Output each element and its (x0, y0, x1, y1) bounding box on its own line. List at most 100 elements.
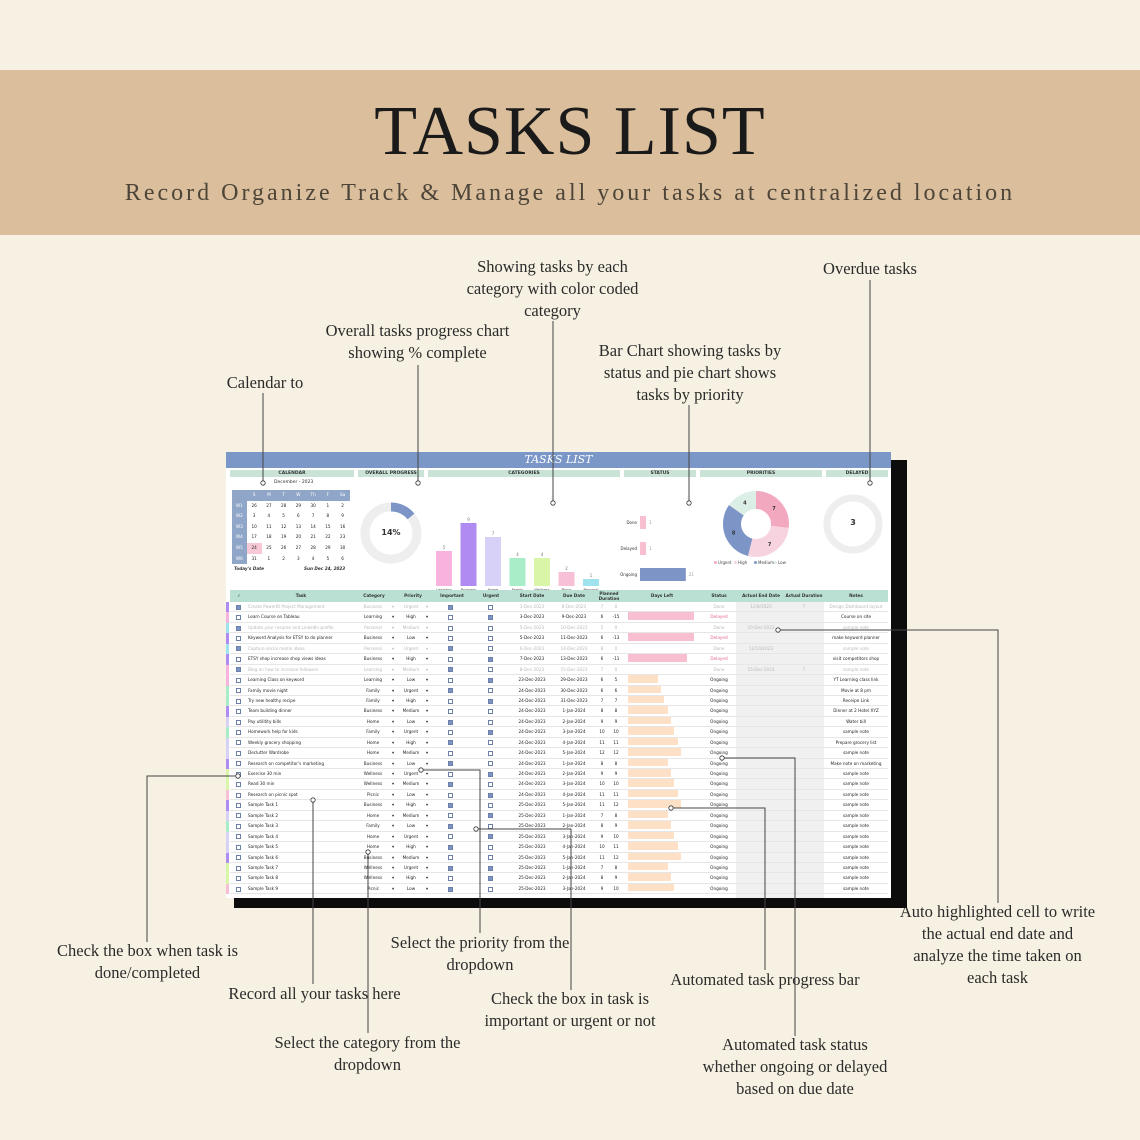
urgent-checkbox[interactable] (488, 636, 493, 641)
task-name[interactable]: Family movie night (248, 687, 288, 693)
priority-dropdown-icon[interactable]: ▾ (426, 614, 429, 620)
task-priority[interactable]: Urgent (403, 771, 419, 776)
important-checkbox[interactable] (448, 771, 453, 777)
task-name[interactable]: Weekly grocery shopping (248, 739, 301, 745)
task-notes[interactable]: sample note (843, 750, 869, 756)
urgent-checkbox[interactable] (488, 667, 493, 673)
urgent-checkbox[interactable] (488, 709, 493, 715)
important-checkbox[interactable] (448, 625, 453, 631)
important-checkbox[interactable] (448, 698, 453, 704)
done-checkbox[interactable] (236, 771, 241, 777)
done-checkbox[interactable] (236, 834, 241, 840)
urgent-checkbox[interactable] (488, 604, 493, 610)
task-name[interactable]: Read 30 min (248, 781, 275, 787)
priority-dropdown-icon[interactable]: ▾ (426, 666, 429, 672)
task-category[interactable]: Home (366, 844, 380, 850)
important-checkbox[interactable] (448, 656, 453, 662)
actual-end-date[interactable]: 12/14/2023 (748, 645, 774, 651)
category-dropdown-icon[interactable]: ▾ (392, 823, 395, 829)
task-notes[interactable]: Movie at 8 pm (841, 687, 871, 693)
task-name[interactable]: Sample Task 9 (248, 885, 279, 891)
task-name[interactable]: Update your resume and LinkedIn profile (248, 624, 334, 630)
urgent-checkbox[interactable] (488, 729, 493, 735)
calendar-day[interactable]: 27 (266, 502, 272, 508)
important-checkbox[interactable] (448, 729, 453, 735)
calendar-day[interactable]: 30 (310, 502, 316, 508)
urgent-checkbox[interactable] (488, 792, 493, 798)
task-notes[interactable]: sample note (843, 864, 869, 870)
task-notes[interactable]: Make note on marketing (830, 760, 882, 766)
task-category[interactable]: Wellness (363, 875, 383, 881)
important-checkbox[interactable] (448, 865, 453, 871)
task-name[interactable]: Exercise 30 min (248, 771, 282, 776)
priority-dropdown-icon[interactable]: ▾ (426, 718, 429, 724)
done-checkbox[interactable] (236, 844, 241, 850)
done-checkbox[interactable] (236, 855, 241, 861)
important-checkbox[interactable] (448, 823, 453, 829)
task-notes[interactable]: Dinner at 2 Hotel XYZ (833, 708, 879, 714)
important-checkbox[interactable] (448, 646, 453, 652)
task-priority[interactable]: High (406, 697, 416, 703)
calendar-day[interactable]: 31 (251, 555, 257, 561)
done-checkbox[interactable] (236, 656, 241, 662)
task-name[interactable]: Homework help for kids (248, 729, 298, 735)
task-notes[interactable]: sample note (843, 833, 869, 839)
task-notes[interactable]: sample note (843, 771, 869, 776)
task-notes[interactable]: sample note (843, 781, 869, 787)
task-priority[interactable]: Low (406, 791, 416, 797)
done-checkbox[interactable] (236, 750, 241, 756)
task-name[interactable]: ETSY shop increase shop views ideas (248, 656, 326, 662)
task-name[interactable]: Sample Task 5 (248, 844, 279, 850)
important-checkbox[interactable] (448, 813, 453, 819)
category-dropdown-icon[interactable]: ▾ (392, 718, 395, 724)
task-name[interactable]: Blog on how to increase followers (248, 666, 319, 672)
task-category[interactable]: Picnic (366, 791, 380, 797)
task-notes[interactable]: sample note (843, 802, 869, 808)
calendar-day[interactable]: 19 (280, 534, 287, 540)
priority-dropdown-icon[interactable]: ▾ (426, 885, 429, 891)
urgent-checkbox[interactable] (488, 677, 493, 683)
task-notes[interactable]: sample note (843, 854, 869, 860)
done-checkbox[interactable] (236, 813, 241, 819)
done-checkbox[interactable] (236, 719, 241, 725)
done-checkbox[interactable] (236, 886, 241, 892)
task-priority[interactable]: Urgent (403, 645, 419, 651)
task-name[interactable]: Team building dinner (248, 708, 292, 714)
task-notes[interactable]: Receipe Link (842, 697, 870, 703)
task-priority[interactable]: Urgent (403, 833, 419, 839)
category-dropdown-icon[interactable]: ▾ (392, 791, 395, 797)
task-name[interactable]: Sample Task 4 (248, 833, 279, 839)
category-dropdown-icon[interactable]: ▾ (392, 760, 395, 766)
priority-dropdown-icon[interactable]: ▾ (426, 781, 429, 787)
important-checkbox[interactable] (448, 876, 453, 882)
done-checkbox[interactable] (236, 803, 241, 808)
urgent-checkbox[interactable] (488, 750, 493, 756)
done-checkbox[interactable] (236, 604, 241, 610)
urgent-checkbox[interactable] (488, 813, 493, 819)
task-priority[interactable]: Low (406, 718, 416, 724)
category-dropdown-icon[interactable]: ▾ (392, 604, 395, 609)
actual-end-date[interactable]: 12/8/2023 (750, 604, 772, 609)
calendar-day[interactable]: 4 (311, 555, 315, 561)
calendar-day[interactable]: 21 (310, 534, 316, 540)
priority-dropdown-icon[interactable]: ▾ (426, 635, 429, 641)
urgent-checkbox[interactable] (488, 782, 493, 788)
task-name[interactable]: Pay utilitity bills (248, 718, 282, 724)
task-category[interactable]: Family (366, 697, 380, 703)
task-category[interactable]: Home (366, 739, 380, 745)
done-checkbox[interactable] (236, 823, 241, 829)
priority-dropdown-icon[interactable]: ▾ (426, 624, 429, 630)
task-notes[interactable]: Prepare grocery list (835, 739, 877, 745)
calendar-day[interactable]: 28 (280, 502, 287, 508)
task-category[interactable]: Home (366, 812, 380, 818)
task-name[interactable]: Sample Task 2 (248, 812, 279, 818)
done-checkbox[interactable] (236, 646, 241, 652)
calendar-day[interactable]: 20 (295, 534, 302, 540)
task-category[interactable]: Personal (364, 645, 382, 651)
task-name[interactable]: Research on competitor's marketing (248, 760, 324, 766)
task-category[interactable]: Learning (363, 666, 383, 672)
calendar-day[interactable]: 29 (325, 544, 331, 550)
category-dropdown-icon[interactable]: ▾ (392, 750, 395, 756)
task-category[interactable]: Home (366, 833, 380, 839)
calendar-day[interactable]: 1 (326, 502, 330, 508)
